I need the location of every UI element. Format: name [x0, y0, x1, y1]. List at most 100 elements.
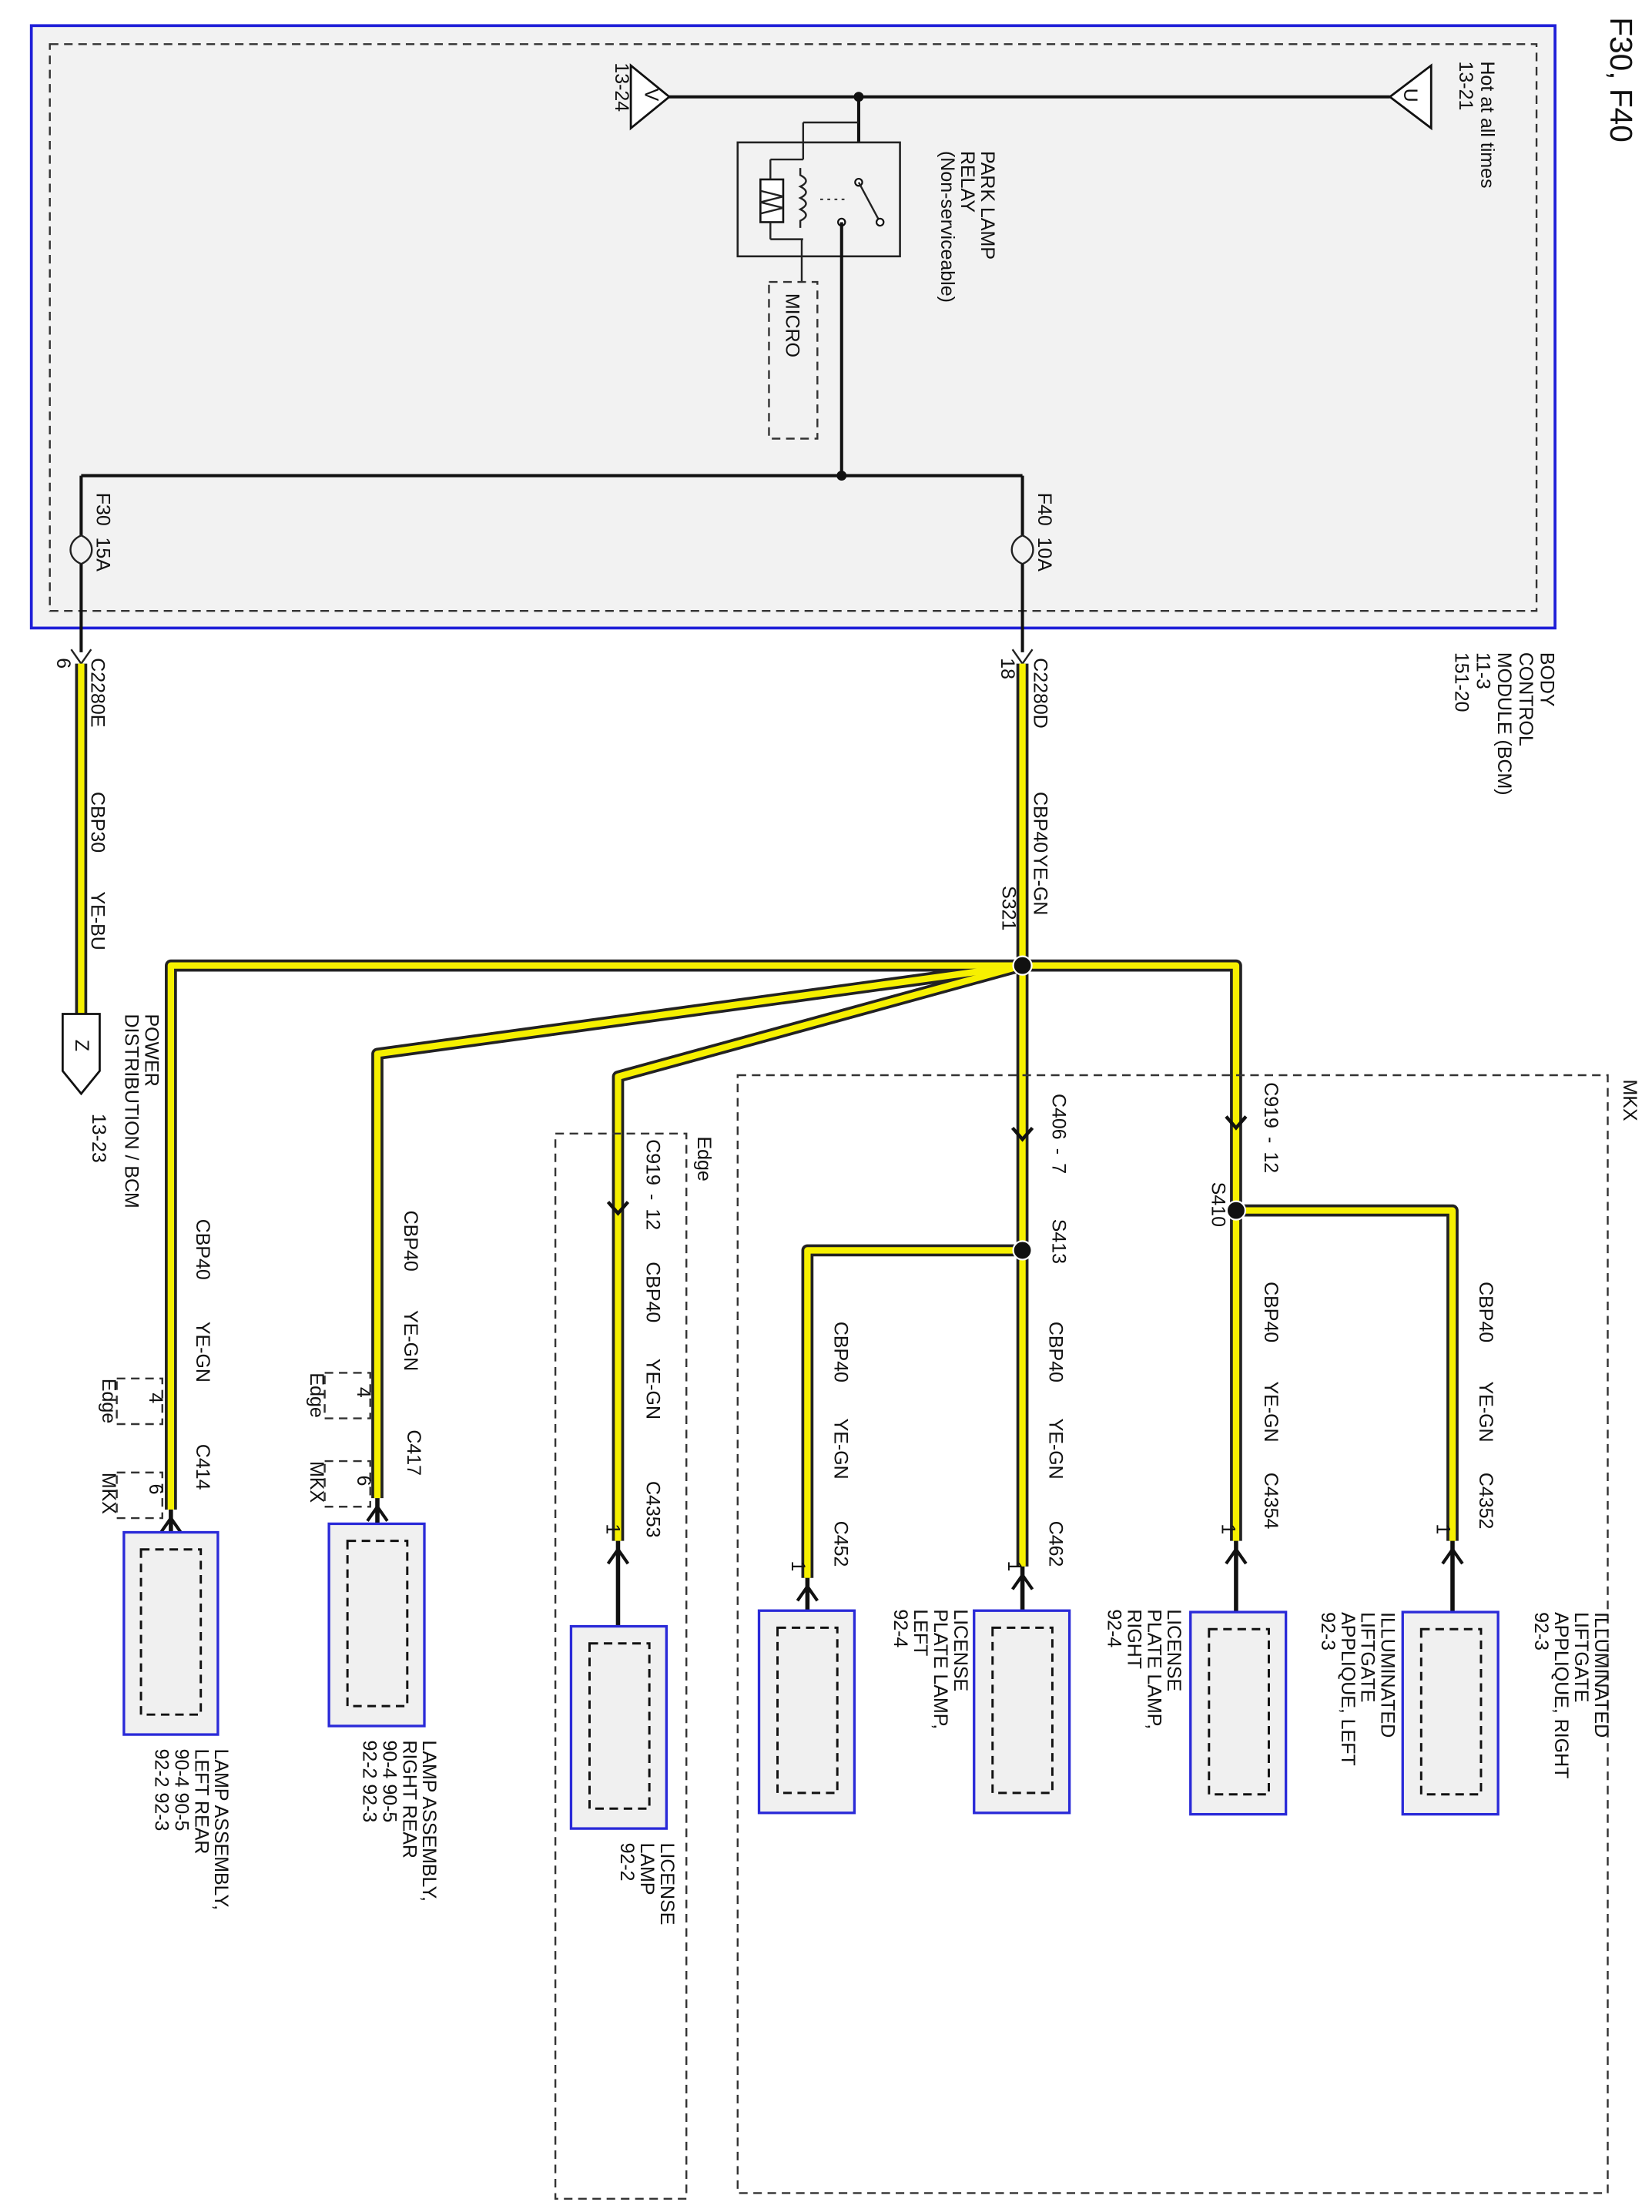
- output-connector-v: V: [629, 63, 672, 131]
- rr-edge-variant: Edge: [306, 1372, 327, 1417]
- lpl-label: LICENSEPLATE LAMP,LEFT92-4: [890, 1609, 971, 1729]
- wire-lr-edge: [165, 959, 1023, 1510]
- wire-lr: [167, 962, 1023, 1510]
- micro-block: [768, 280, 819, 440]
- lr-pin-arrow: [159, 1515, 183, 1533]
- power-distribution-ref: 13-23: [88, 1114, 109, 1163]
- rr-mkx-pin: 6: [353, 1476, 374, 1486]
- lpr-circuit: CBP40: [1045, 1322, 1067, 1382]
- main-feed-circuit: CBP40: [1029, 792, 1051, 853]
- lr-edge-pin: 4: [145, 1393, 166, 1403]
- rr-color: YE-GN: [400, 1310, 421, 1371]
- bcm-inner-boundary: [49, 43, 1538, 612]
- splice-s410-label: S410: [1207, 1182, 1228, 1227]
- lic-label: LICENSELAMP92-2: [616, 1843, 678, 1925]
- c919-edge-pin-arrow: [606, 1201, 630, 1216]
- lar-connector: C4352: [1475, 1473, 1496, 1530]
- illuminated-liftgate-applique-left: [1189, 1610, 1288, 1816]
- lic-pin: 1: [602, 1523, 624, 1534]
- wire-rr-edge: [371, 959, 1024, 1499]
- rr-circuit: CBP40: [400, 1211, 421, 1272]
- lal-color: YE-GN: [1260, 1382, 1282, 1443]
- lar-color: YE-GN: [1475, 1382, 1496, 1443]
- lal-circuit: CBP40: [1260, 1282, 1282, 1342]
- relay-internals: [759, 121, 885, 240]
- edge-zone: [554, 1132, 688, 2200]
- main-feed-color: YE-GN: [1029, 854, 1051, 915]
- rr-mkx-pin-box: [323, 1460, 371, 1508]
- micro-label: MICRO: [782, 293, 803, 357]
- c2280d-pin-arrow: [1011, 649, 1034, 665]
- lr-circuit: CBP40: [192, 1219, 213, 1280]
- wire-lpl: [804, 1247, 1023, 1578]
- rr-edge-pin-box: [323, 1372, 371, 1419]
- connector-v-ref: 13-24: [611, 62, 632, 112]
- lamp-assembly-left-rear: [122, 1530, 219, 1736]
- lpl-circuit: CBP40: [830, 1322, 852, 1382]
- lr-mkx-variant: MKX: [98, 1473, 119, 1514]
- lr-label: LAMP ASSEMBLY,LEFT REAR90-4 90-592-2 92-…: [151, 1749, 233, 1910]
- wire-lar: [1235, 1207, 1456, 1541]
- lpr-pin-arrow: [1010, 1572, 1034, 1590]
- lpl-connector: C452: [830, 1521, 852, 1567]
- lic-connector: C4353: [642, 1481, 663, 1538]
- body-control-module: [29, 24, 1556, 630]
- lr-connector: C414: [192, 1444, 213, 1490]
- splice-s413: [1012, 1240, 1033, 1261]
- cbp30-circuit: CBP30: [86, 792, 108, 853]
- splice-s410: [1225, 1200, 1247, 1221]
- c919-mkx-label: C919-12: [1260, 1082, 1282, 1173]
- lr-mkx-pin-box: [116, 1471, 163, 1520]
- connector-v-letter: V: [641, 89, 662, 102]
- c919-edge-label: C919-12: [642, 1139, 663, 1230]
- lpr-label: LICENSEPLATE LAMP,RIGHT92-4: [1104, 1609, 1185, 1729]
- c2280d-label: C2280D: [1029, 658, 1051, 729]
- main-feed-wiring: [159, 663, 1464, 1632]
- lpr-connector: C462: [1045, 1521, 1067, 1567]
- fuse-f30-label: F3015A: [92, 493, 114, 572]
- lr-edge-variant: Edge: [98, 1379, 119, 1423]
- rr-pin-arrow: [366, 1503, 389, 1522]
- c406-pin-arrow: [1010, 1126, 1034, 1142]
- c406-label: C406-7: [1047, 1094, 1069, 1174]
- rr-mkx-variant: MKX: [306, 1461, 327, 1503]
- lr-edge-pin-box: [116, 1377, 163, 1426]
- lr-color: YE-GN: [192, 1322, 213, 1382]
- license-lamp: [569, 1624, 668, 1830]
- c919-mkx-pin-arrow: [1225, 1115, 1248, 1131]
- mkx-zone: [736, 1074, 1609, 2194]
- c2280d-pin: 18: [997, 658, 1018, 679]
- relay-label: PARK LAMP RELAY (Non-serviceable): [937, 151, 998, 303]
- lpl-color: YE-GN: [830, 1419, 852, 1480]
- splice-s413-label: S413: [1047, 1219, 1069, 1264]
- rr-connector: C417: [403, 1429, 424, 1476]
- edge-zone-label: Edge: [693, 1137, 715, 1181]
- lic-pin-arrow: [606, 1547, 630, 1565]
- lal-pin: 1: [1217, 1523, 1238, 1534]
- c2280e-pin: 6: [52, 658, 74, 669]
- hot-feed-connector: U: [1388, 63, 1433, 131]
- lar-pin-arrow: [1441, 1547, 1464, 1565]
- wire-lic: [615, 962, 1024, 1541]
- lpl-pin-arrow: [796, 1584, 819, 1602]
- lpr-color: YE-GN: [1045, 1419, 1067, 1480]
- fuse-f40-label: F4010A: [1034, 493, 1055, 572]
- wire-rr: [374, 962, 1024, 1499]
- power-distribution-label: POWER DISTRIBUTION / BCM: [121, 1014, 163, 1208]
- lpl-pin: 1: [787, 1561, 809, 1572]
- lar-label: ILLUMINATEDLIFTGATEAPPLIQUE, RIGHT92-3: [1530, 1612, 1612, 1778]
- connector-u-letter: U: [1399, 89, 1421, 102]
- lar-pin: 1: [1433, 1523, 1454, 1534]
- lic-color: YE-GN: [642, 1359, 663, 1419]
- c2280e-label: C2280E: [86, 658, 108, 727]
- splice-s321: [1012, 955, 1033, 976]
- license-plate-lamp-left: [757, 1609, 856, 1815]
- hot-at-all-times-label: Hot at all times 13-21: [1455, 62, 1498, 194]
- lal-pin-arrow: [1225, 1547, 1248, 1565]
- license-plate-lamp-right: [973, 1609, 1071, 1815]
- lpr-pin: 1: [1004, 1561, 1025, 1572]
- power-distribution-connector: Z: [61, 1013, 101, 1096]
- c2280e-pin-arrow: [70, 649, 92, 665]
- lal-connector: C4354: [1260, 1473, 1282, 1530]
